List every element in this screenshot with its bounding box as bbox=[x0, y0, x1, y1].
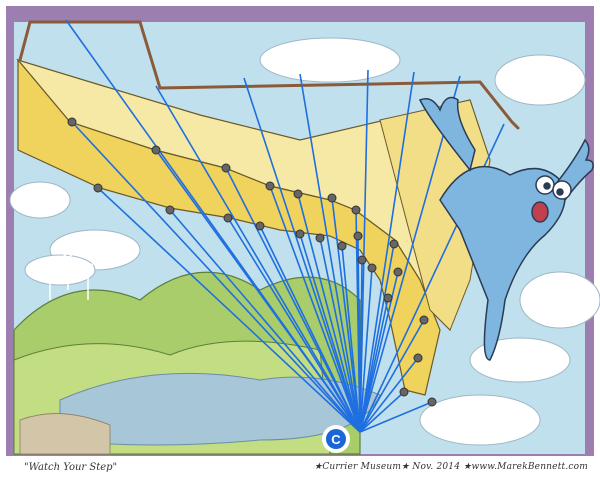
stair-node bbox=[293, 189, 303, 199]
sight-line bbox=[319, 237, 361, 433]
sight-line bbox=[359, 297, 389, 433]
stair-node bbox=[327, 193, 337, 203]
stair-node bbox=[427, 397, 437, 407]
railing bbox=[18, 20, 520, 130]
sight-line bbox=[225, 167, 361, 433]
sight-line bbox=[359, 401, 433, 433]
sight-line bbox=[341, 245, 361, 433]
stair-node bbox=[255, 221, 265, 231]
sight-line bbox=[359, 243, 395, 433]
sight-line bbox=[359, 267, 373, 433]
sight-line bbox=[269, 185, 361, 433]
falling-character bbox=[418, 96, 594, 361]
stair-node bbox=[383, 293, 393, 303]
stair-node bbox=[67, 117, 77, 127]
stair-node bbox=[165, 205, 175, 215]
stair-node bbox=[265, 181, 275, 191]
sight-line bbox=[359, 319, 425, 433]
stair-node bbox=[315, 233, 325, 243]
sight-line bbox=[169, 209, 361, 433]
stair-node bbox=[399, 387, 409, 397]
sight-line bbox=[97, 187, 361, 433]
marker-c: C bbox=[322, 425, 350, 453]
stair-node bbox=[337, 241, 347, 251]
landscape bbox=[13, 271, 381, 455]
stair-node bbox=[351, 205, 361, 215]
sight-line bbox=[299, 233, 361, 433]
stair-node bbox=[221, 163, 231, 173]
wind-turbines bbox=[41, 250, 97, 300]
stair-node bbox=[353, 231, 363, 241]
sight-line bbox=[359, 259, 363, 433]
sight-line bbox=[297, 193, 361, 433]
sight-line bbox=[227, 217, 361, 433]
sight-line bbox=[155, 85, 361, 433]
stair-node bbox=[151, 145, 161, 155]
stair-node bbox=[413, 353, 423, 363]
sight-line bbox=[155, 149, 361, 433]
comic-credit: ★Currier Museum★ Nov. 2014 ★www.MarekBen… bbox=[314, 462, 588, 472]
comic-caption: "Watch Your Step" bbox=[24, 462, 118, 473]
lake bbox=[59, 372, 381, 446]
sight-line bbox=[259, 225, 361, 433]
stair-nodes bbox=[67, 117, 437, 407]
sight-line bbox=[331, 197, 361, 433]
marker-label: C bbox=[331, 432, 341, 447]
stair-node bbox=[367, 263, 377, 273]
stair-node bbox=[389, 239, 399, 249]
stair-node bbox=[393, 267, 403, 277]
sight-line bbox=[299, 73, 361, 433]
sight-line bbox=[243, 77, 361, 433]
stair-node bbox=[295, 229, 305, 239]
stair-node bbox=[357, 255, 367, 265]
sight-line bbox=[359, 391, 405, 433]
stair-node bbox=[223, 213, 233, 223]
stair-node bbox=[93, 183, 103, 193]
sight-line bbox=[359, 71, 415, 433]
stair-node bbox=[419, 315, 429, 325]
sight-line bbox=[71, 121, 361, 433]
sight-line bbox=[359, 357, 419, 433]
